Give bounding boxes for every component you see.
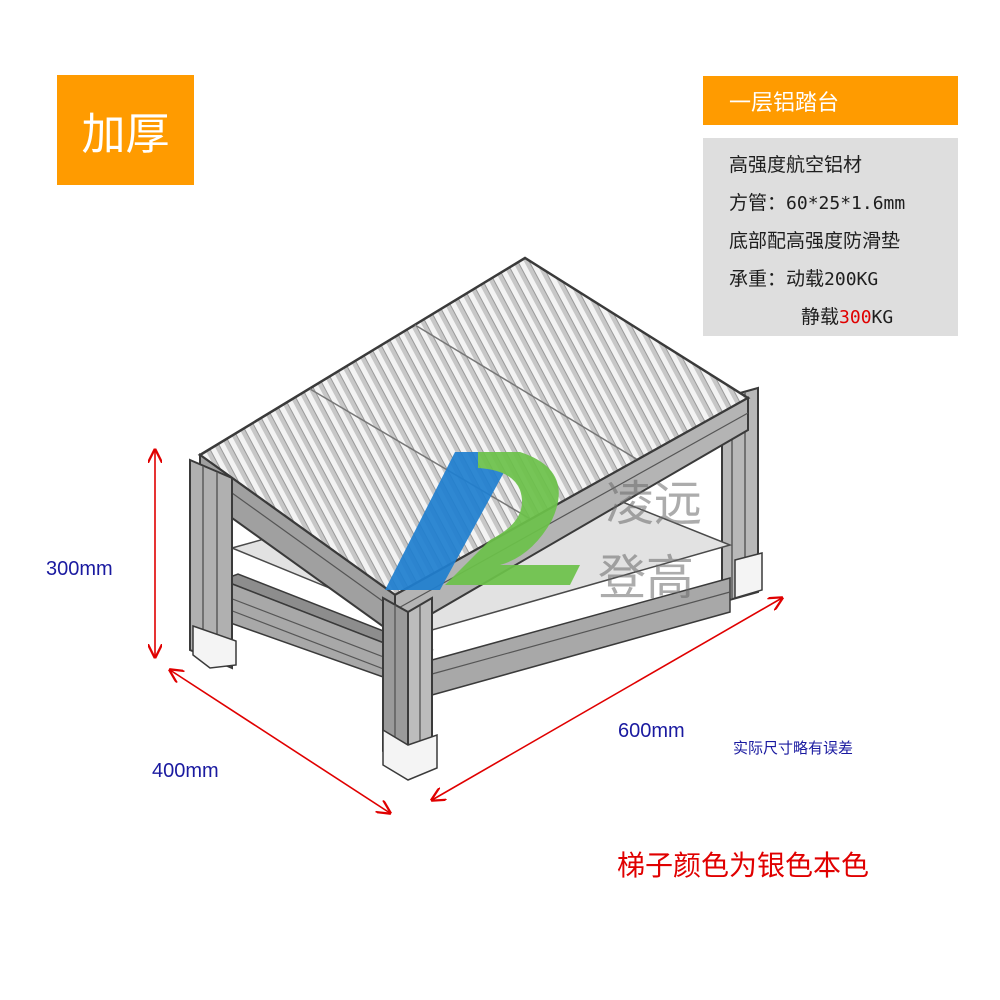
brand-watermark: 凌远 登高 (598, 476, 702, 606)
spec-pad-text: 底部配高强度防滑垫 (729, 230, 901, 252)
thick-badge-label: 加厚 (81, 109, 170, 160)
width-label: 600mm (618, 720, 685, 742)
spec-static-value: 300 (839, 307, 872, 328)
spec-load-dynamic: 承重：动载200KG (729, 260, 958, 298)
color-note: 梯子颜色为银色本色 (617, 849, 870, 882)
spec-pad: 底部配高强度防滑垫 (729, 222, 958, 260)
spec-panel: 高强度航空铝材 方管：60*25*1.6mm 底部配高强度防滑垫 承重：动载20… (703, 138, 958, 336)
spec-static-unit: KG (871, 307, 894, 328)
spec-dynamic-label: 动载 (786, 268, 825, 290)
width-dimension-arrow (432, 598, 782, 800)
watermark-line2: 登高 (598, 550, 694, 606)
spec-title: 一层铝踏台 (729, 90, 840, 116)
depth-label: 400mm (152, 760, 219, 782)
depth-dimension-arrow (170, 670, 390, 813)
spec-static-label: 静载 (801, 306, 840, 328)
front-corner-leg (382, 596, 438, 781)
spec-tube-label: 方管： (729, 192, 787, 214)
thick-badge: 加厚 (57, 75, 194, 185)
front-left-leg (189, 458, 237, 670)
watermark-line1: 凌远 (606, 476, 702, 532)
back-right-leg (721, 386, 763, 604)
lz-logo-icon (385, 452, 580, 590)
height-label: 300mm (46, 558, 113, 580)
spec-material: 高强度航空铝材 (729, 146, 958, 184)
spec-title-bar: 一层铝踏台 (703, 76, 958, 125)
spec-tube: 方管：60*25*1.6mm (729, 184, 958, 222)
spec-tube-value: 60*25*1.6mm (786, 193, 906, 214)
tolerance-note: 实际尺寸略有误差 (733, 741, 854, 757)
spec-material-text: 高强度航空铝材 (729, 154, 863, 176)
spec-dynamic-value: 200KG (824, 269, 879, 290)
spec-load-label: 承重： (729, 268, 787, 290)
spec-load-static: 静载300KG (729, 298, 958, 336)
